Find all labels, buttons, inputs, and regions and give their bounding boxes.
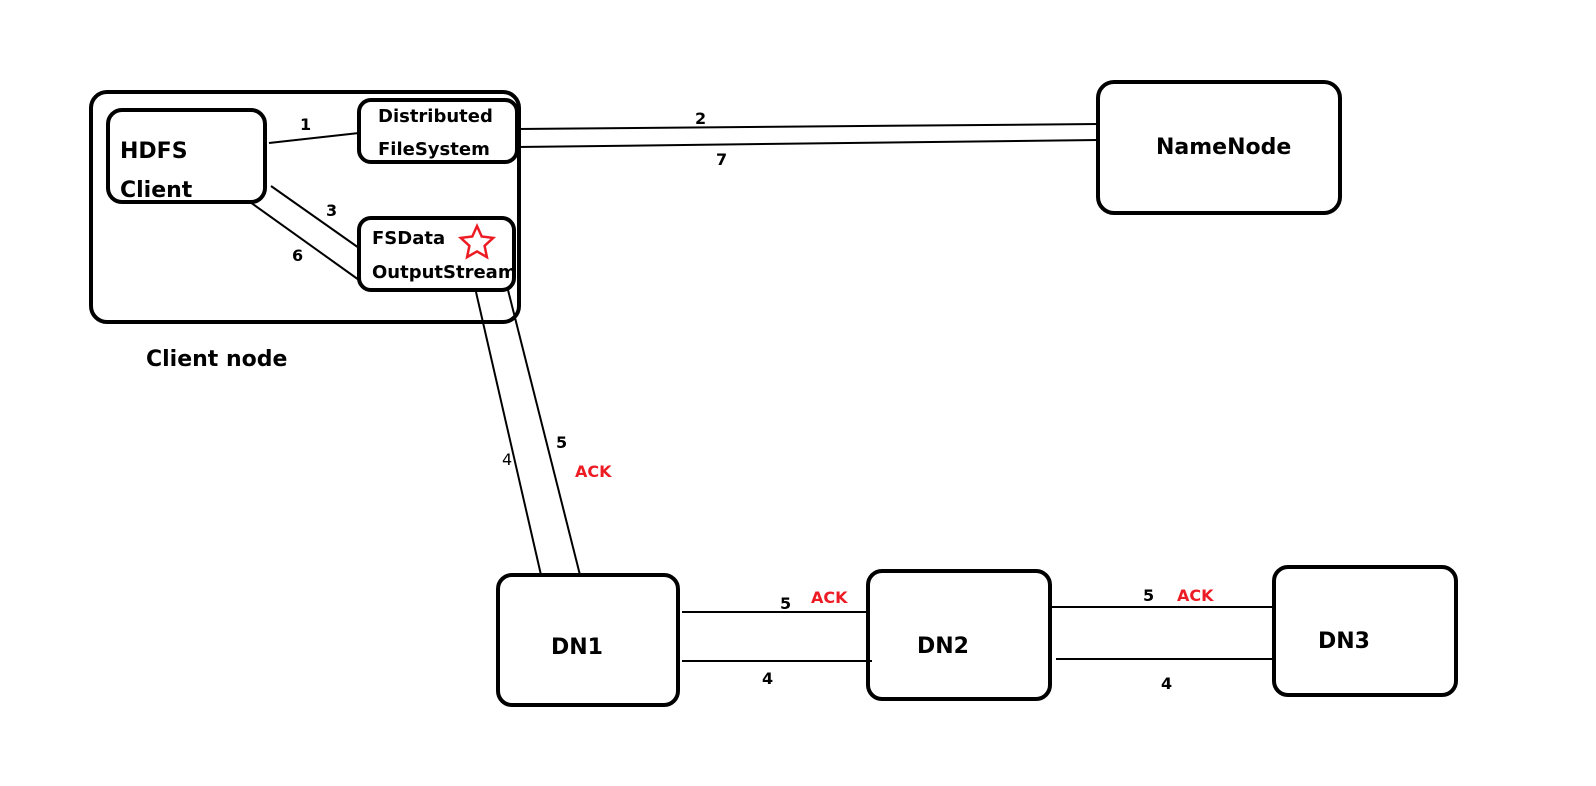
edge-7-label: 7 <box>716 150 727 169</box>
dn2-box <box>866 569 1052 701</box>
edge-5-dn23-label: 5 <box>1143 586 1154 605</box>
edge-1-line <box>268 132 360 144</box>
ack-client-label: ACK <box>575 462 612 481</box>
dn1-box <box>496 573 680 707</box>
distributed-filesystem-label-line2: FileSystem <box>378 139 490 160</box>
dn1-label: DN1 <box>551 635 603 660</box>
edge-5-client-label: 5 <box>556 433 567 452</box>
dn3-label: DN3 <box>1318 629 1370 654</box>
edge-4-dn12-label: 4 <box>762 669 773 688</box>
fsdata-outputstream-label-line1: FSData <box>372 228 445 249</box>
ack-dn12-label: ACK <box>811 588 848 607</box>
hdfs-client-box <box>106 108 267 204</box>
edge-2-label: 2 <box>695 109 706 128</box>
dn3-box <box>1272 565 1458 697</box>
edge-5-dn12-label: 5 <box>780 594 791 613</box>
client-node-box <box>89 90 521 324</box>
namenode-box <box>1096 80 1342 215</box>
client-node-label: Client node <box>146 347 287 372</box>
edge-4-dn23-label: 4 <box>1161 674 1172 693</box>
distributed-filesystem-label-line1: Distributed <box>378 106 493 127</box>
edge-4-client-line <box>475 291 542 576</box>
edge-2-line <box>516 123 1099 130</box>
edge-5-client-line <box>507 289 581 576</box>
ack-dn23-label: ACK <box>1177 586 1214 605</box>
namenode-label: NameNode <box>1156 135 1291 160</box>
dn2-label: DN2 <box>917 634 969 659</box>
distributed-filesystem-box <box>357 98 519 164</box>
fsdata-outputstream-box <box>357 216 516 292</box>
edge-6-label: 6 <box>292 246 303 265</box>
fsdata-outputstream-label-line2: OutputStream <box>372 262 517 283</box>
edge-3-line <box>270 185 360 249</box>
hdfs-client-label-line1: HDFS <box>120 139 188 164</box>
hdfs-client-label-line2: Client <box>120 178 193 203</box>
edge-6-line <box>249 201 360 281</box>
edge-4-client-label: 4 <box>502 450 512 469</box>
edge-7-line <box>516 139 1099 148</box>
edge-1-label: 1 <box>300 115 311 134</box>
edge-3-label: 3 <box>326 201 337 220</box>
star-icon <box>457 222 497 260</box>
